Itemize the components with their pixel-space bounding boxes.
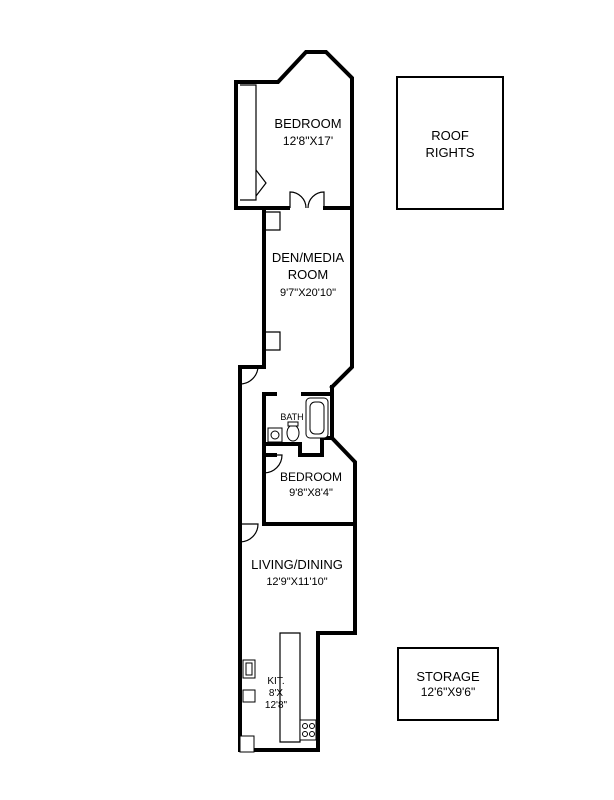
bath-name: BATH <box>280 412 303 422</box>
kitchen-name-line3: 12'8" <box>265 700 288 711</box>
storage-line1: STORAGE <box>416 669 480 684</box>
roof-rights: ROOF RIGHTS <box>396 76 504 210</box>
living-name: LIVING/DINING <box>251 557 343 572</box>
bedroom-top-name: BEDROOM <box>274 116 341 131</box>
room-kitchen: KIT. 8'X 12'8" <box>265 676 288 711</box>
room-den: DEN/MEDIA ROOM 9'7"X20'10" <box>272 250 345 299</box>
bedroom-middle-dims: 9'8"X8'4" <box>289 487 333 499</box>
roof-rights-line2: RIGHTS <box>425 145 474 160</box>
den-name-line1: DEN/MEDIA <box>272 250 345 265</box>
room-bedroom-middle: BEDROOM 9'8"X8'4" <box>280 470 342 499</box>
exterior-walls <box>234 50 357 752</box>
storage: STORAGE 12'6"X9'6" <box>397 647 499 721</box>
room-bedroom-top: BEDROOM 12'8"X17' <box>274 116 341 148</box>
doors <box>239 84 325 543</box>
fixtures <box>239 397 329 753</box>
roof-rights-box <box>396 76 504 210</box>
bedroom-middle-name: BEDROOM <box>280 470 342 484</box>
storage-box <box>397 647 499 721</box>
roof-rights-line1: ROOF <box>431 128 469 143</box>
bedroom-top-dims: 12'8"X17' <box>283 134 333 148</box>
den-dims: 9'7"X20'10" <box>280 287 336 299</box>
kitchen-name-line2: 8'X <box>269 688 283 699</box>
living-dims: 12'9"X11'10" <box>266 576 327 588</box>
room-bath: BATH <box>280 412 303 422</box>
kitchen-name-line1: KIT. <box>267 676 284 687</box>
storage-line2: 12'6"X9'6" <box>421 685 475 699</box>
den-name-line2: ROOM <box>288 267 328 282</box>
room-living-dining: LIVING/DINING 12'9"X11'10" <box>251 557 343 588</box>
